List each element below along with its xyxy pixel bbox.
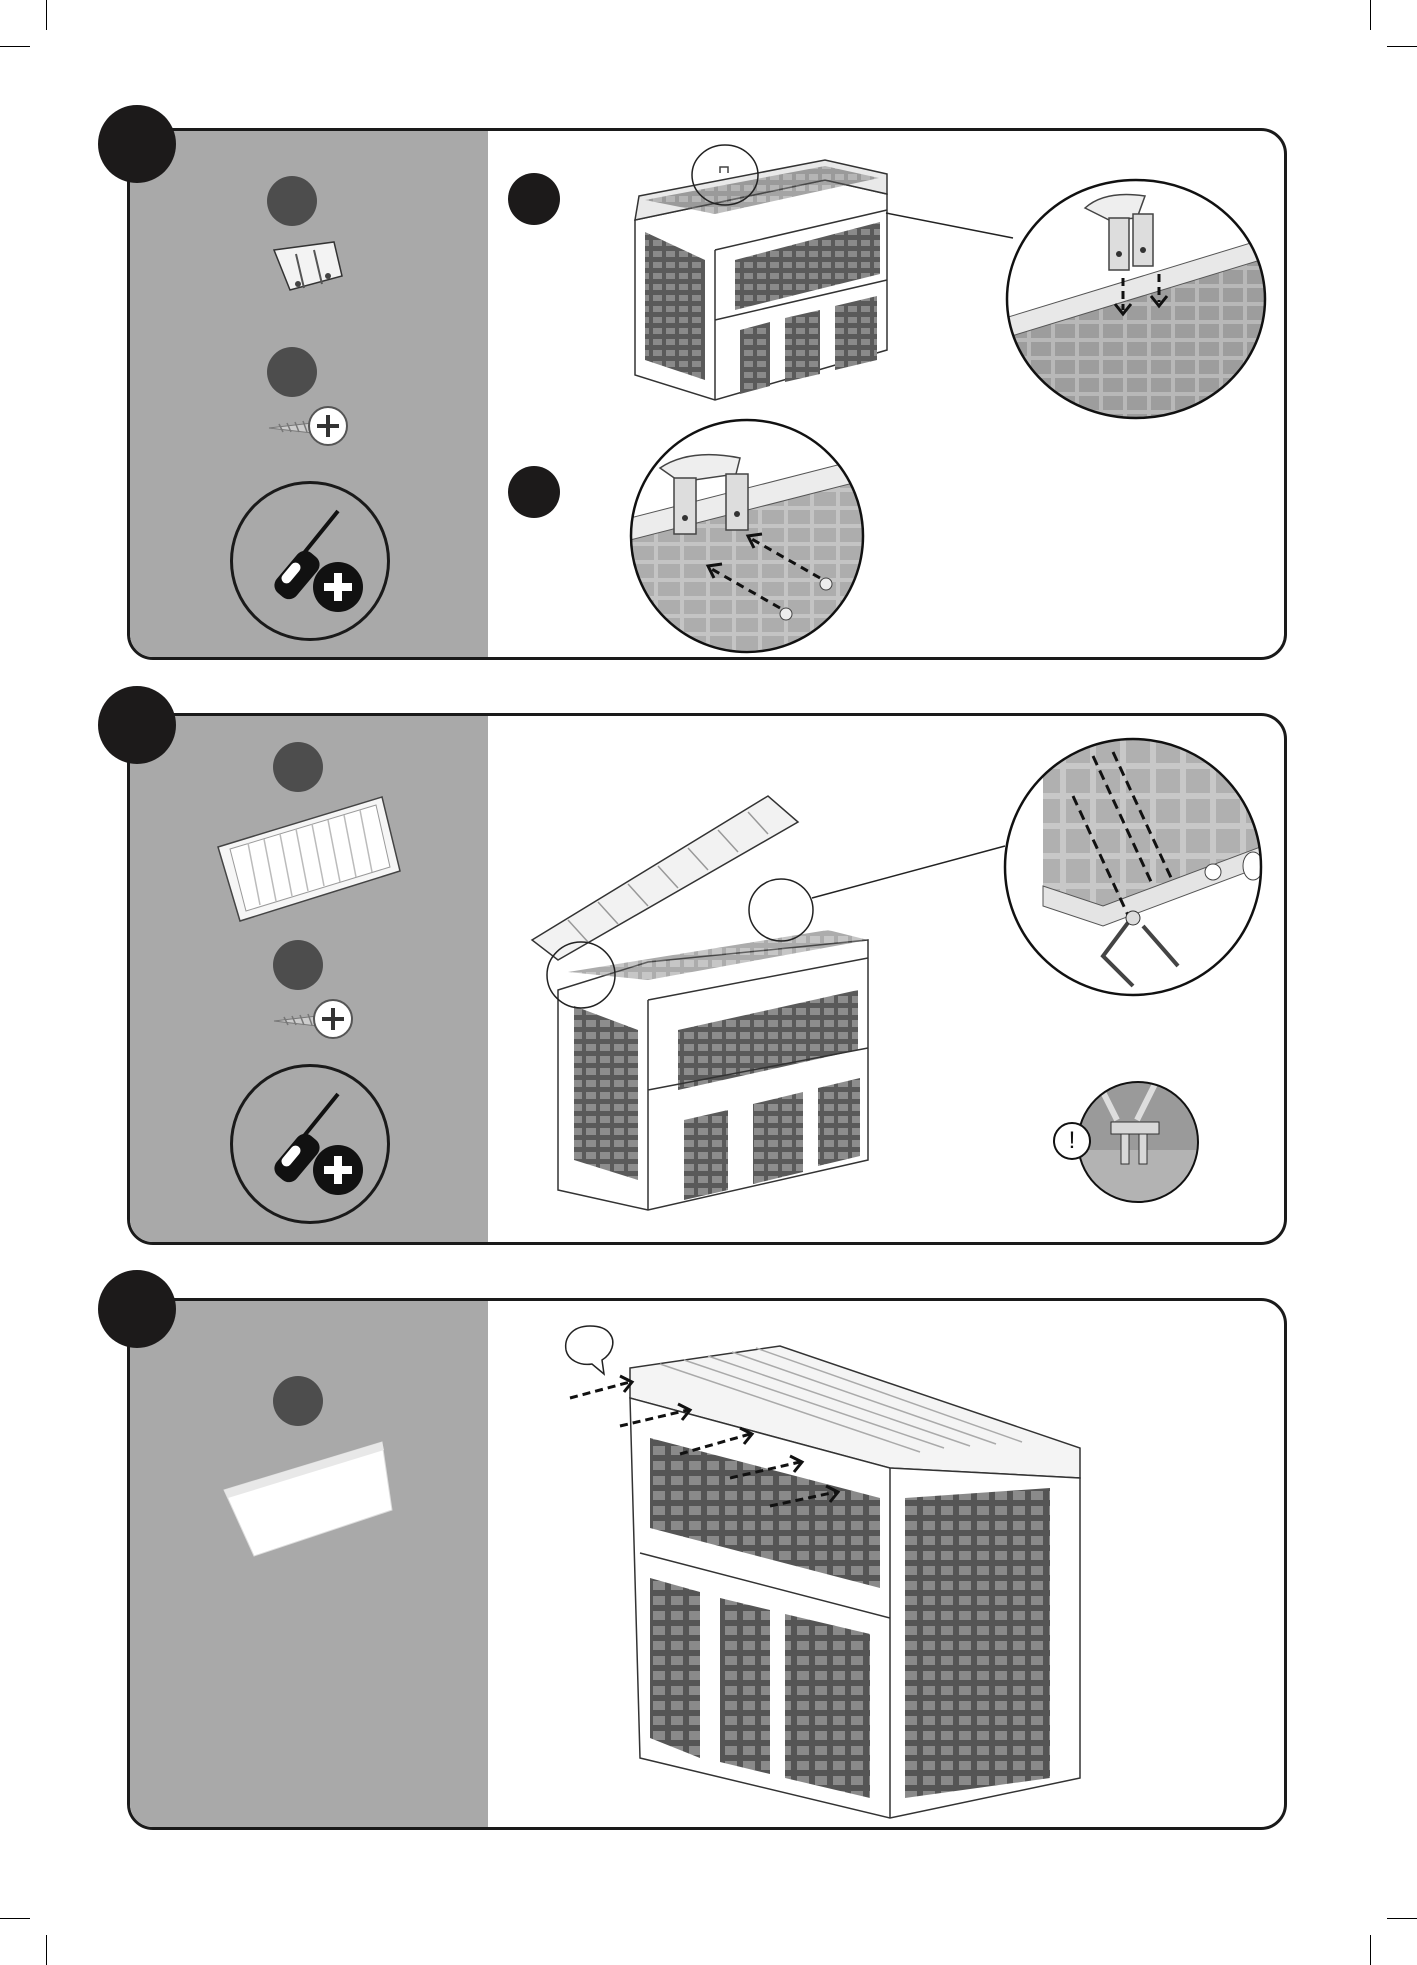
step-3-badge — [98, 1270, 176, 1348]
warning-symbol: ! — [1069, 1129, 1076, 1153]
part-badge — [273, 1376, 323, 1426]
storage-box-closed-illustration — [560, 1338, 1080, 1818]
warning-detail-magnified — [1077, 1080, 1199, 1204]
top-slat-icon — [222, 1440, 394, 1558]
speech-bubble-icon — [560, 1322, 620, 1376]
warning-badge: ! — [1053, 1122, 1091, 1160]
lid-hinge-detail-magnified — [1003, 736, 1263, 998]
